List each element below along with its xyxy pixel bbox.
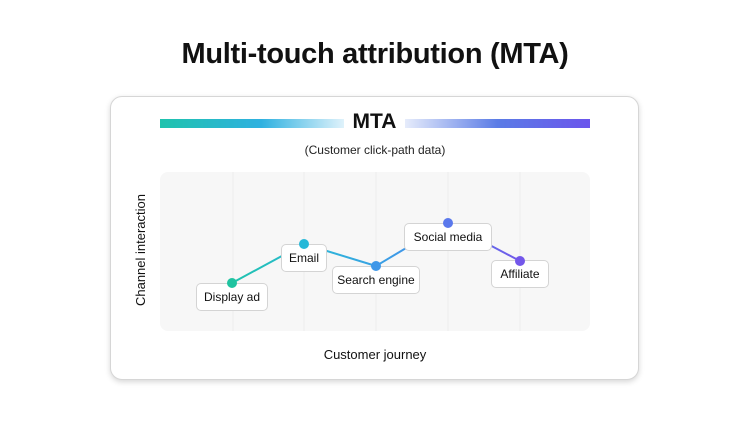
page-title: Multi-touch attribution (MTA) — [181, 38, 569, 70]
gradient-bar-left — [160, 119, 344, 128]
y-axis-label: Channel interaction — [133, 193, 148, 307]
node-label-affiliate: Affiliate — [491, 260, 549, 288]
diagram-subheading: (Customer click-path data) — [304, 143, 446, 157]
gradient-bar-right — [405, 119, 590, 128]
node-label-email: Email — [281, 244, 327, 272]
node-label-social-media: Social media — [404, 223, 492, 251]
x-axis-label: Customer journey — [323, 347, 427, 362]
node-label-search-engine: Search engine — [332, 266, 420, 294]
diagram-heading: MTA — [352, 110, 397, 133]
node-label-display-ad: Display ad — [196, 283, 268, 311]
